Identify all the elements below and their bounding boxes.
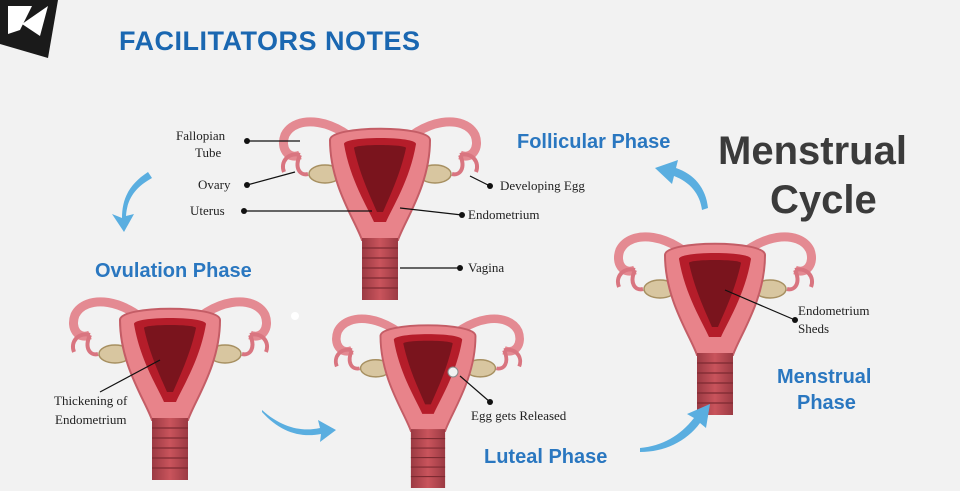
label-thickening: Thickening of: [54, 393, 128, 408]
diagram-title-2: Cycle: [770, 178, 877, 222]
label-thickening-2: Endometrium: [55, 412, 127, 427]
phase-ovulation: Ovulation Phase: [95, 260, 252, 282]
arrow-icon: [112, 172, 152, 232]
label-ovary: Ovary: [198, 177, 231, 192]
diagram-title: Menstrual: [718, 129, 907, 173]
label-endometrium-sheds-2: Sheds: [798, 321, 829, 336]
arrow-icon: [262, 410, 336, 442]
uterus-illustration-ovulation: [73, 302, 299, 480]
phase-luteal: Luteal Phase: [484, 446, 607, 468]
uterus-illustration-menstrual: [618, 237, 812, 415]
phase-follicular: Follicular Phase: [517, 131, 670, 153]
arrow-icon: [640, 404, 710, 452]
phase-menstrual: Menstrual: [777, 366, 871, 388]
phase-menstrual-2: Phase: [797, 392, 856, 414]
label-vagina: Vagina: [468, 260, 504, 275]
label-egg-released: Egg gets Released: [471, 408, 567, 423]
label-fallopian-tube-2: Tube: [195, 145, 221, 160]
label-fallopian-tube: Fallopian: [176, 128, 226, 143]
label-endometrium: Endometrium: [468, 207, 540, 222]
arrow-icon: [655, 160, 708, 210]
label-uterus: Uterus: [190, 203, 225, 218]
label-developing-egg: Developing Egg: [500, 178, 585, 193]
label-endometrium-sheds: Endometrium: [798, 303, 870, 318]
